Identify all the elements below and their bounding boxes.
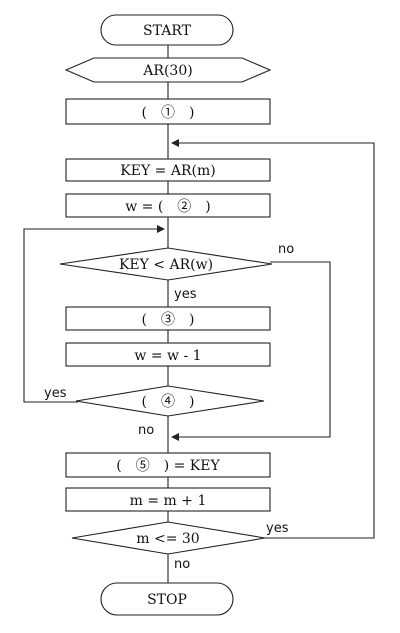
- decrement-label: w = w - 1: [134, 348, 201, 364]
- compare-yes-label: yes: [174, 287, 197, 302]
- compare-label: KEY < AR(w): [119, 257, 213, 273]
- step4-yes-label: yes: [44, 386, 67, 401]
- stop-terminal: [100, 582, 234, 616]
- start-label: START: [143, 23, 192, 39]
- compare-no-connector: [171, 261, 331, 441]
- step4-decision: [75, 385, 265, 417]
- increment-box: [65, 487, 271, 512]
- step3-box: [65, 306, 271, 331]
- stop-label: STOP: [147, 592, 187, 608]
- step5-label: ( ⑤ ) = KEY: [116, 458, 220, 474]
- start-terminal: [100, 14, 234, 46]
- loop-back-connector: [171, 139, 375, 539]
- key-assign-box: [65, 158, 271, 182]
- input-hexagon: [64, 57, 272, 83]
- loop-check-label: m <= 30: [136, 531, 199, 547]
- w-assign-label: w = ( ② ): [125, 199, 211, 215]
- decrement-box: [65, 342, 271, 367]
- loop-no-label: no: [174, 557, 190, 572]
- w-assign-box: [65, 193, 271, 218]
- input-label: AR(30): [142, 63, 192, 79]
- loop-check-decision: [71, 521, 266, 555]
- step4-no-label: no: [138, 423, 154, 438]
- key-assign-label: KEY = AR(m): [120, 163, 215, 179]
- step4-yes-connector: [23, 225, 165, 403]
- increment-label: m = m + 1: [130, 493, 207, 509]
- step1-box: [65, 98, 271, 125]
- step1-label: ( ① ): [142, 105, 195, 121]
- step4-label: ( ④ ): [142, 394, 195, 410]
- compare-no-label: no: [278, 242, 294, 257]
- loop-yes-label: yes: [266, 521, 289, 536]
- compare-decision: [59, 247, 273, 281]
- step5-box: [65, 452, 271, 478]
- step3-label: ( ③ ): [142, 312, 195, 328]
